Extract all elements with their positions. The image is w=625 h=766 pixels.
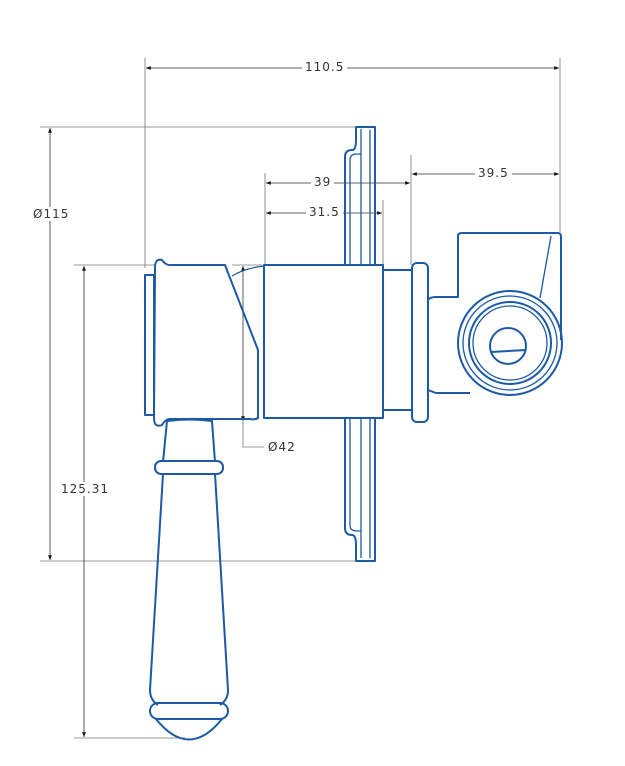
label-body-diameter: Ø42 xyxy=(265,440,299,454)
label-flange-diameter: Ø115 xyxy=(30,207,73,221)
label-body-depth-inner: 31.5 xyxy=(306,205,343,219)
label-body-depth: 39 xyxy=(311,175,335,189)
label-handle-height: 125.31 xyxy=(58,482,112,496)
label-outlet-offset: 39.5 xyxy=(475,166,512,180)
valve-part xyxy=(144,126,563,741)
extension-lines xyxy=(40,58,561,739)
label-overall-width: 110.5 xyxy=(302,60,348,74)
